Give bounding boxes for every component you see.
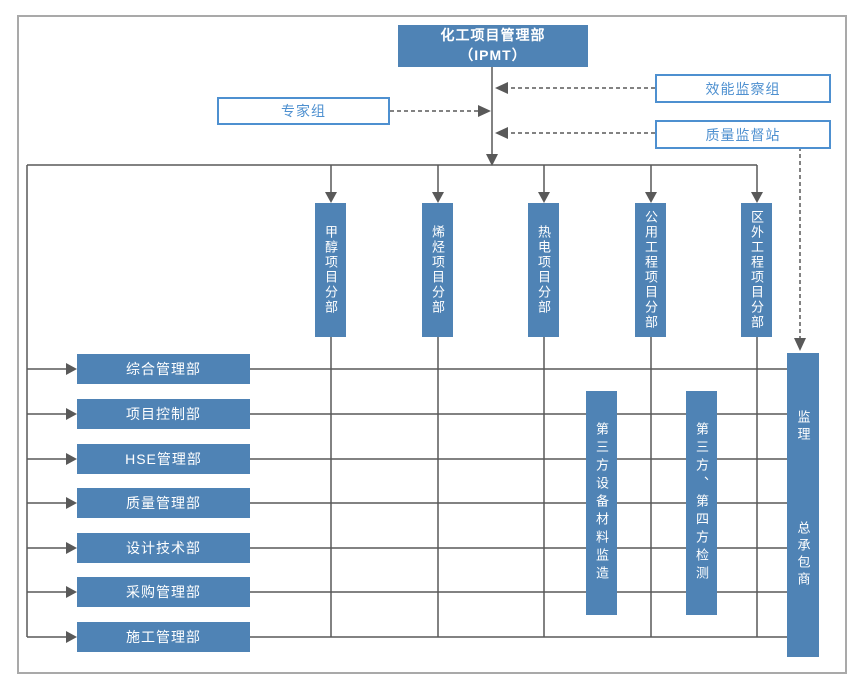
quality-supervision-station-label: 质量监督站 (705, 126, 781, 143)
supervision-contractor-box[interactable]: 监理 总承包商 (787, 353, 819, 657)
division-olefin-box[interactable]: 烯烃项目分部 (422, 203, 453, 337)
ipmt-box[interactable]: 化工项目管理部 （IPMT） (398, 25, 588, 67)
general-contractor-label: 总承包商 (795, 521, 811, 589)
division-methanol-box[interactable]: 甲醇项目分部 (315, 203, 346, 337)
ipmt-title-line1: 化工项目管理部 (440, 27, 546, 44)
dept-construction-management-box[interactable]: 施工管理部 (77, 622, 250, 652)
division-outside-area-engineering-box[interactable]: 区外工程项目分部 (741, 203, 772, 337)
third-fourth-party-inspection-box[interactable]: 第三方、第四方检测 (686, 391, 717, 615)
dept-quality-management-box[interactable]: 质量管理部 (77, 488, 250, 518)
dept-hse-management-label: HSE管理部 (125, 451, 202, 467)
dept-general-management-label: 综合管理部 (126, 361, 201, 377)
division-utility-engineering-box[interactable]: 公用工程项目分部 (635, 203, 666, 337)
division-outside-area-engineering-label: 区外工程项目分部 (749, 210, 764, 330)
division-methanol-label: 甲醇项目分部 (323, 225, 338, 315)
dept-construction-management-label: 施工管理部 (126, 629, 201, 645)
division-thermal-power-label: 热电项目分部 (536, 225, 551, 315)
dept-general-management-box[interactable]: 综合管理部 (77, 354, 250, 384)
supervision-label: 监理 (795, 410, 811, 444)
dept-quality-management-label: 质量管理部 (126, 495, 201, 511)
diagram-border (17, 15, 847, 674)
division-thermal-power-box[interactable]: 热电项目分部 (528, 203, 559, 337)
dept-hse-management-box[interactable]: HSE管理部 (77, 444, 250, 474)
dept-design-technology-box[interactable]: 设计技术部 (77, 533, 250, 563)
dept-project-control-label: 项目控制部 (126, 406, 201, 422)
expert-group-label: 专家组 (281, 103, 326, 119)
efficiency-supervision-box[interactable]: 效能监察组 (655, 74, 831, 103)
arrowheads (66, 82, 806, 643)
quality-supervision-station-box[interactable]: 质量监督站 (655, 120, 831, 149)
dept-project-control-box[interactable]: 项目控制部 (77, 399, 250, 429)
division-utility-engineering-label: 公用工程项目分部 (643, 210, 658, 330)
expert-group-box[interactable]: 专家组 (217, 97, 390, 125)
dept-procurement-management-label: 采购管理部 (126, 584, 201, 600)
ipmt-title-line2: （IPMT） (459, 47, 527, 63)
third-fourth-party-inspection-label: 第三方、第四方检测 (694, 422, 709, 584)
division-olefin-label: 烯烃项目分部 (430, 225, 445, 315)
dept-procurement-management-box[interactable]: 采购管理部 (77, 577, 250, 607)
dept-design-technology-label: 设计技术部 (126, 540, 201, 556)
third-party-equipment-supervision-box[interactable]: 第三方设备材料监造 (586, 391, 617, 615)
third-party-equipment-supervision-label: 第三方设备材料监造 (594, 422, 609, 584)
efficiency-supervision-label: 效能监察组 (705, 80, 781, 97)
